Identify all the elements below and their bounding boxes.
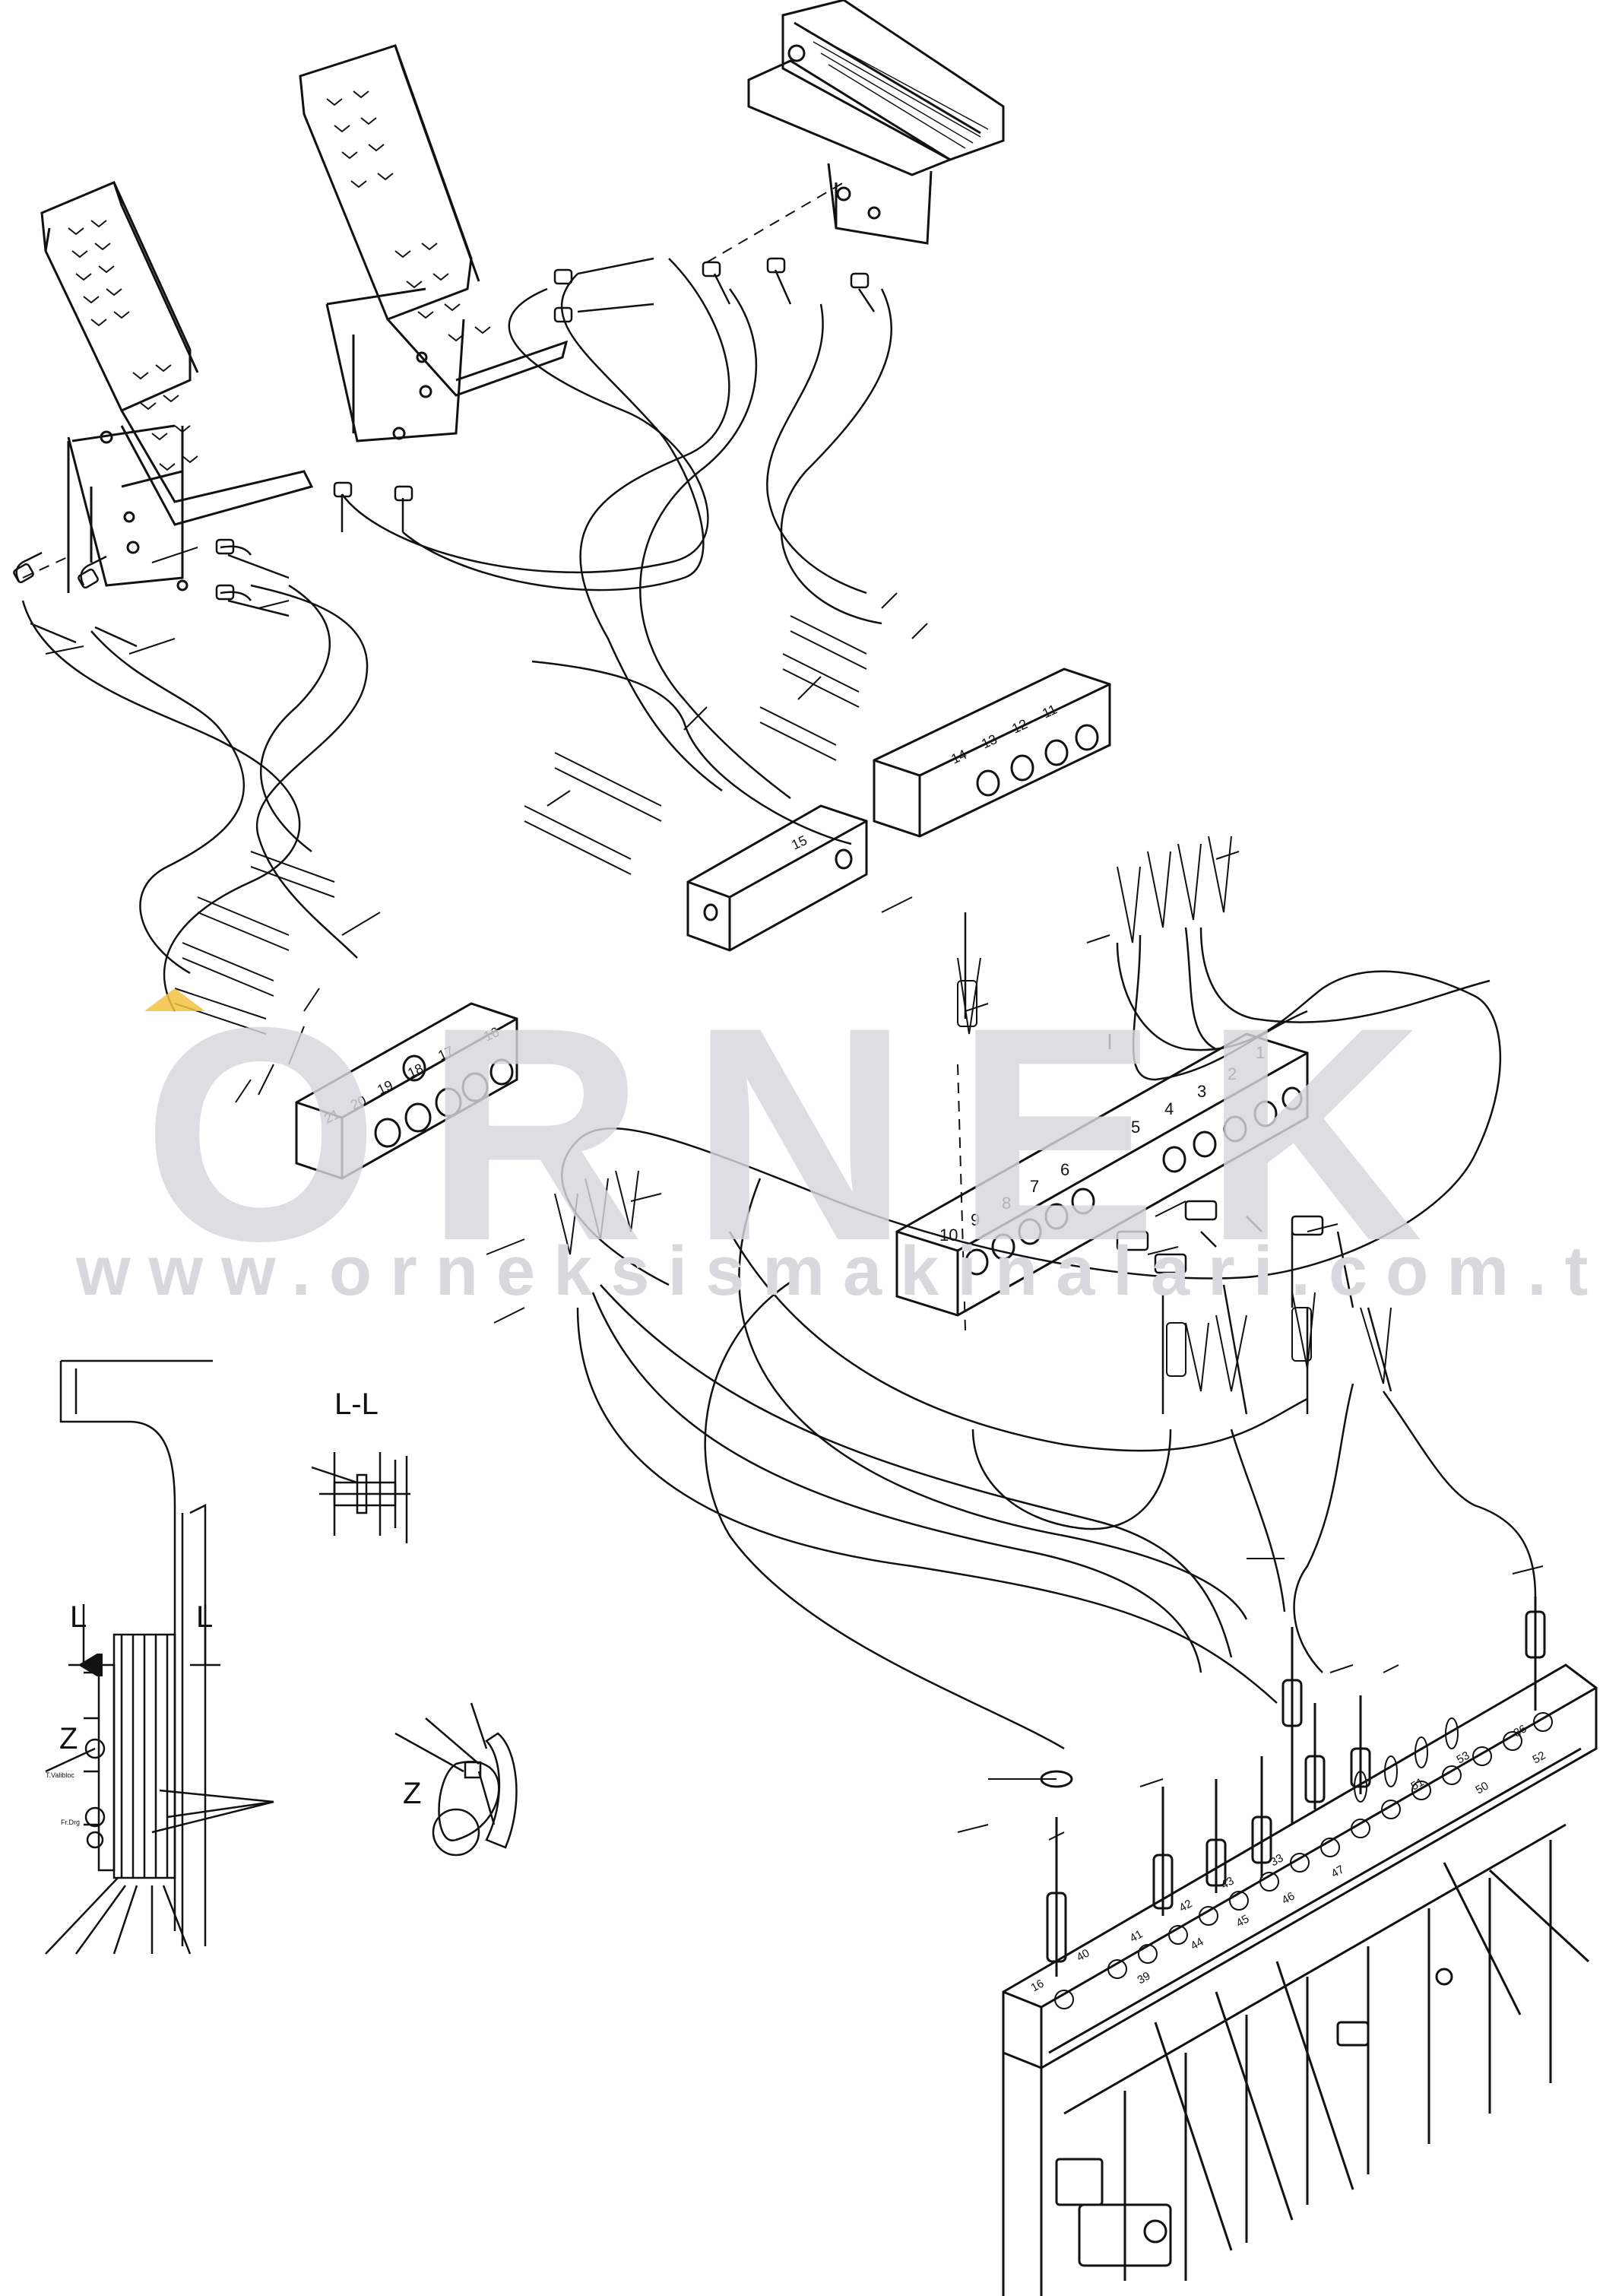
watermark-logo: ORNEK	[143, 988, 1469, 1262]
valve-plate	[1002, 1597, 1598, 2296]
block-main-label-1: 1	[1256, 1043, 1265, 1062]
port-53: 53	[1455, 1749, 1472, 1766]
valve-port-labels: 16 39 40 41 42 43 44 45 46 47 33 50 51 5…	[1029, 1722, 1548, 1994]
block-main-label-10: 10	[939, 1226, 958, 1245]
dashed-links	[22, 182, 966, 1331]
detail-z-marker: Z	[59, 1722, 78, 1755]
port-41: 41	[1128, 1927, 1145, 1945]
port-45: 45	[1234, 1912, 1252, 1930]
hose-routing	[21, 258, 1537, 1750]
cut-left-label: L	[70, 1600, 87, 1634]
detail-views	[45, 1359, 518, 1955]
port-44: 44	[1189, 1935, 1206, 1952]
block-left	[295, 1002, 518, 1180]
block-main-label-6: 6	[1060, 1160, 1069, 1179]
port-40: 40	[1075, 1946, 1092, 1964]
port-16: 16	[1029, 1977, 1047, 1994]
block-main	[895, 1032, 1309, 1317]
small-label-valibloc: T.Valibloc	[46, 1771, 74, 1779]
block-right-label-11: 11	[1040, 702, 1059, 721]
block-center-label: 15	[789, 832, 809, 853]
block-main-label-3: 3	[1197, 1082, 1206, 1101]
port-36: 36	[1512, 1722, 1529, 1739]
block-main-labels: 1 2 3 4 5 6 7 8 9 10	[939, 1043, 1265, 1245]
cut-right-label: L	[196, 1600, 213, 1634]
pedal-right	[747, 0, 1005, 245]
block-main-label-2: 2	[1228, 1064, 1237, 1083]
braided-hoses	[174, 615, 1392, 1392]
block-main-label-7: 7	[1030, 1177, 1039, 1196]
port-51: 51	[1409, 1775, 1427, 1793]
pedal-left	[40, 181, 314, 593]
watermark-url: www.orneksismakinalari.com.tr	[76, 1232, 1603, 1310]
port-43: 43	[1219, 1874, 1237, 1892]
pedal-middle	[299, 44, 569, 442]
port-52: 52	[1531, 1749, 1548, 1766]
block-main-label-5: 5	[1131, 1118, 1140, 1137]
port-47: 47	[1329, 1863, 1347, 1880]
port-50: 50	[1474, 1779, 1491, 1797]
small-label-frdrg: Fr.Drg	[61, 1819, 80, 1826]
block-right-label-13: 13	[979, 731, 999, 752]
block-right-label-12: 12	[1009, 716, 1030, 737]
watermark-brand-text: ORNEK	[143, 988, 1469, 1262]
port-39: 39	[1136, 1969, 1153, 1987]
block-main-label-9: 9	[971, 1210, 980, 1229]
pipes-main	[1108, 1034, 1392, 1415]
watermark-accent-icon	[144, 988, 205, 1011]
port-42: 42	[1177, 1897, 1195, 1914]
block-right	[873, 668, 1111, 838]
block-right-label-14: 14	[949, 747, 969, 767]
view-labels: L-L L L Z Z T.Valibloc Fr.Drg	[46, 1387, 421, 1826]
fittings-upper	[13, 257, 876, 648]
port-33: 33	[1269, 1851, 1286, 1869]
detail-z-label: Z	[403, 1777, 421, 1810]
port-46: 46	[1280, 1889, 1297, 1907]
block-center	[686, 804, 868, 952]
block-main-label-4: 4	[1164, 1099, 1174, 1118]
block-main-label-8: 8	[1002, 1194, 1011, 1213]
section-ll-label: L-L	[334, 1387, 379, 1421]
